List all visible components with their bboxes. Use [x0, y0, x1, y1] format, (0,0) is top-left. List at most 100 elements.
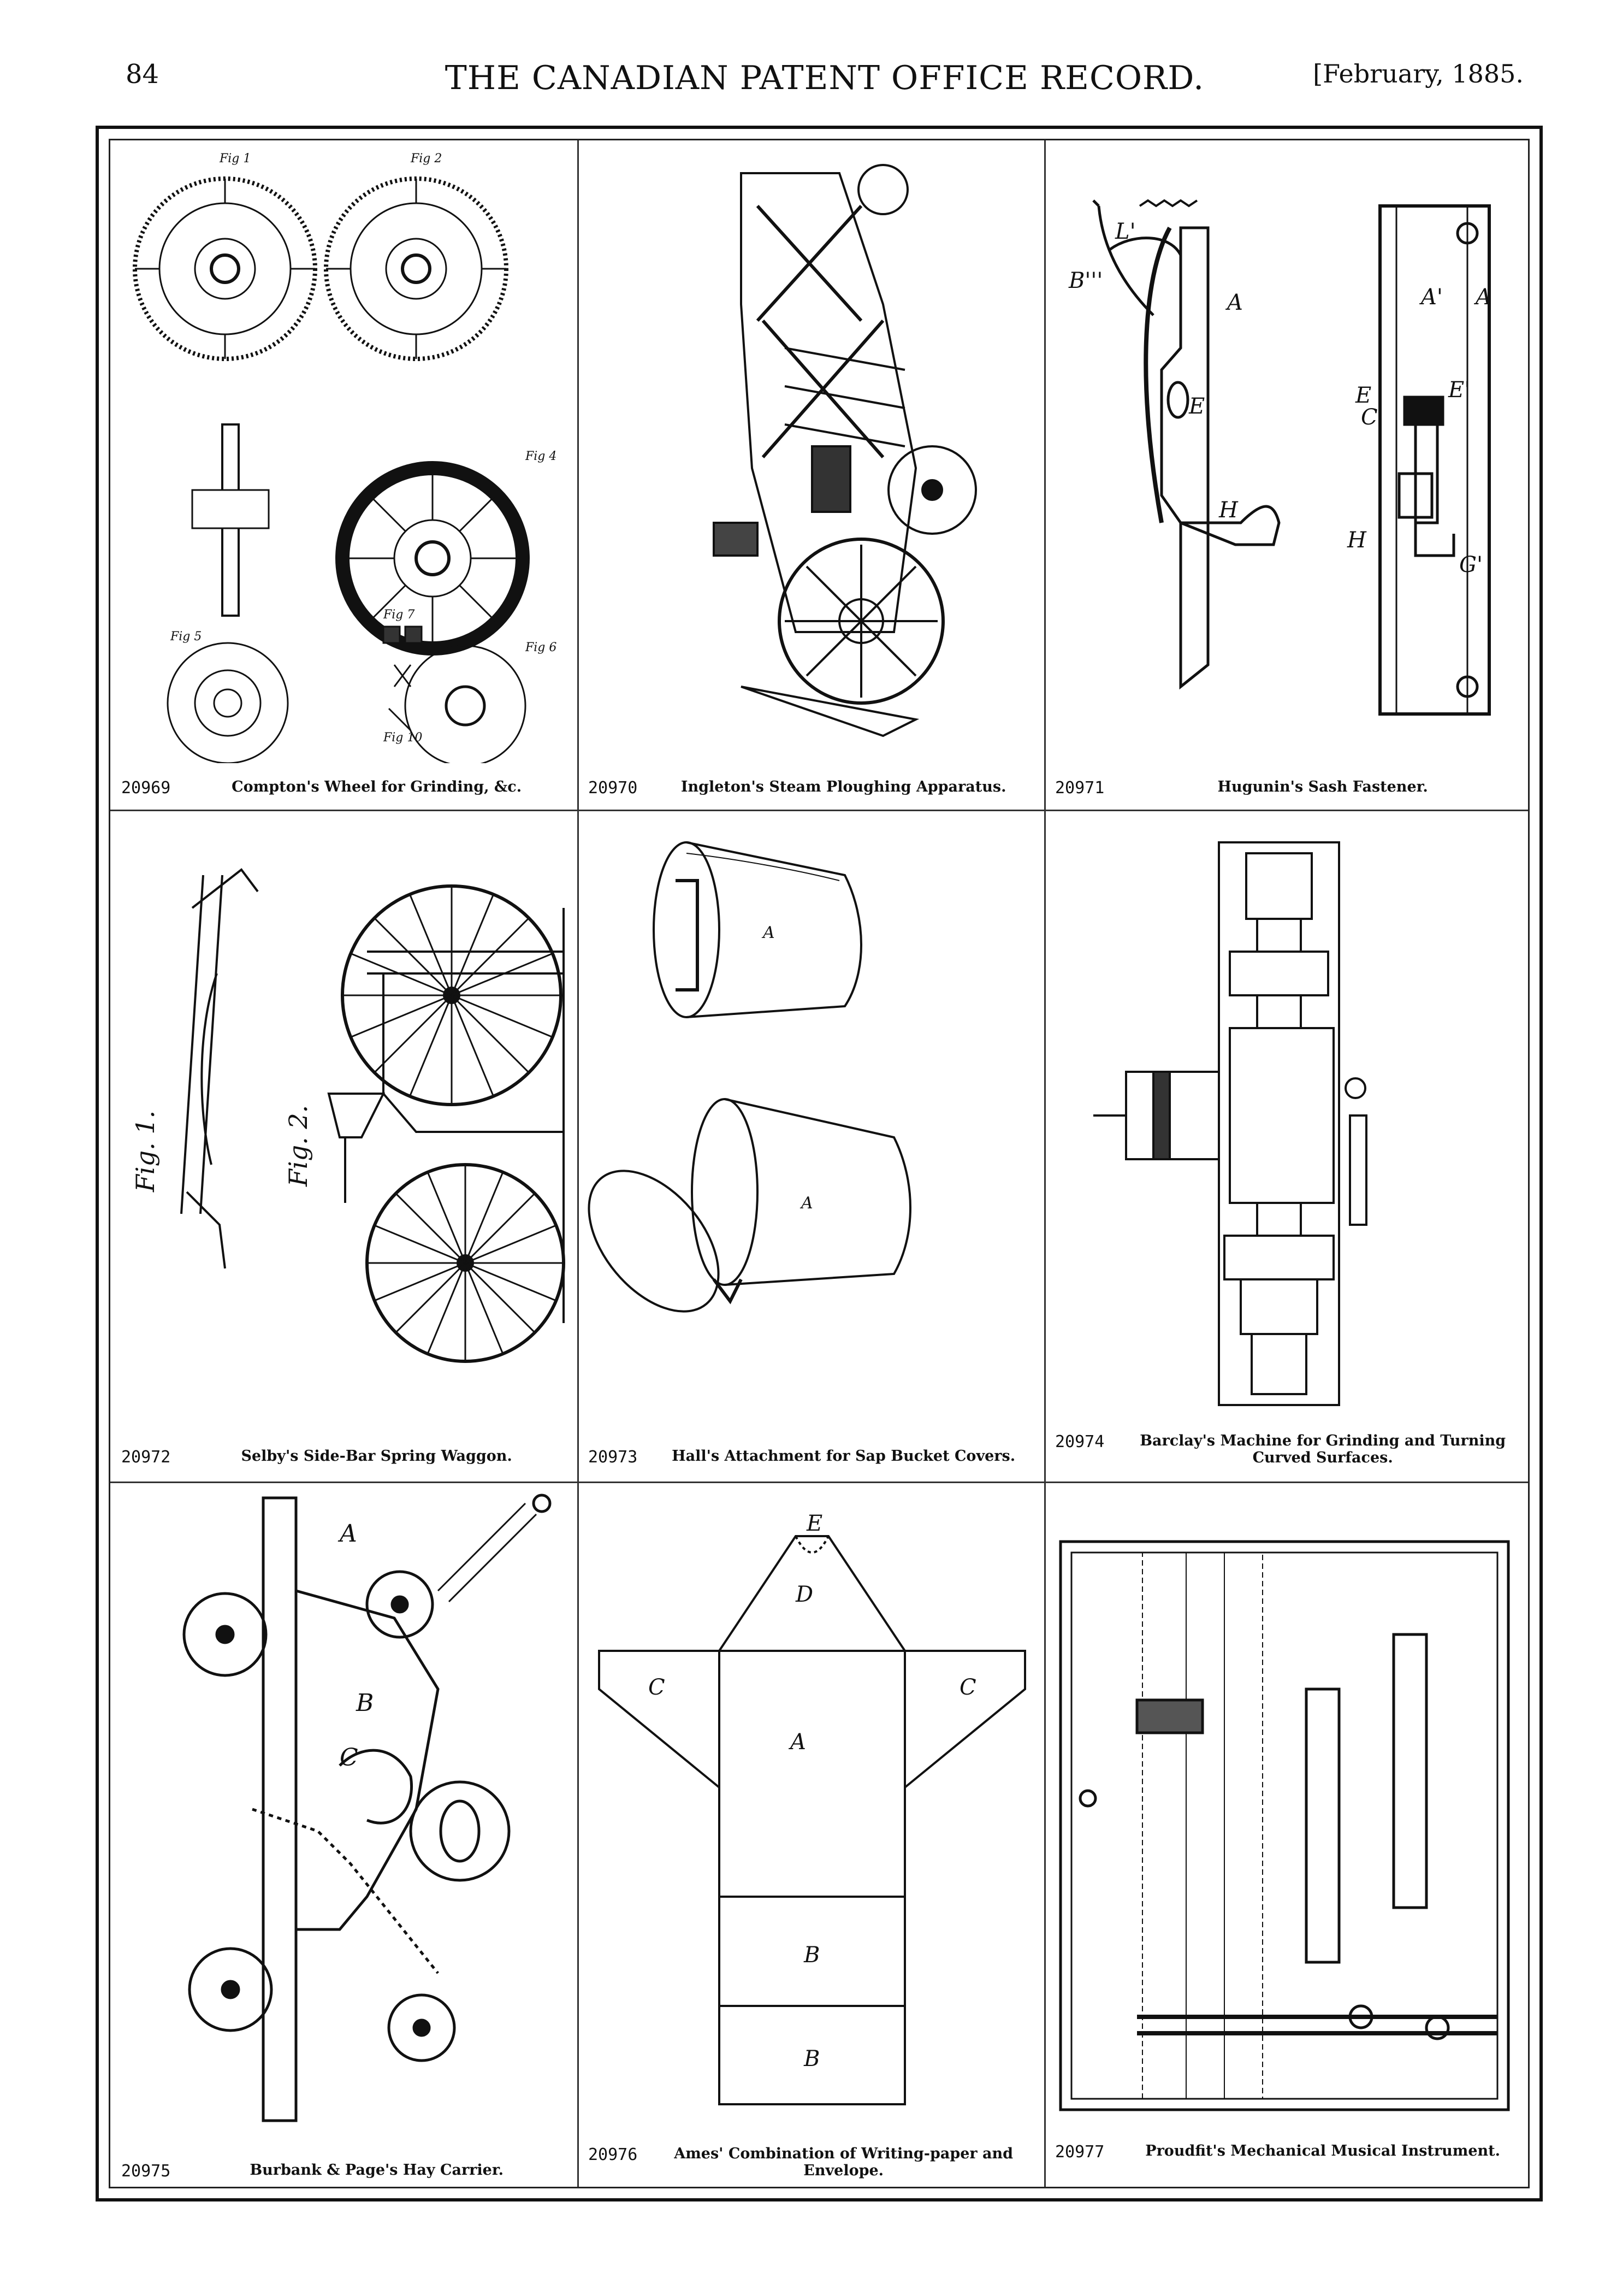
part-label: C: [340, 1744, 358, 1772]
part-label: H: [1347, 528, 1367, 553]
wheel-spoke: [409, 894, 453, 996]
patent-caption: 20975 Burbank & Page's Hay Carrier.: [121, 2162, 566, 2181]
patent-cell-20976: E D A C C B B 20976 Ames' Combination of…: [577, 1482, 1044, 2197]
page-header: 84 THE CANADIAN PATENT OFFICE RECORD. [F…: [126, 59, 1524, 103]
part-label: A: [800, 1194, 813, 1213]
grid-divider: [110, 1482, 1528, 1483]
part-label: B''': [1068, 268, 1103, 293]
patent-caption: 20976 Ames' Combination of Writing-paper…: [588, 2145, 1033, 2179]
patent-cell-20971: L' B''' A E H A' A E C E' H G' 20971 Hug…: [1044, 140, 1536, 810]
part-label: D: [795, 1582, 813, 1607]
patent-cell-20974: 20974 Barclay's Machine for Grinding and…: [1044, 810, 1536, 1482]
journal-title: THE CANADIAN PATENT OFFICE RECORD.: [445, 59, 1205, 97]
envelope-drawing: E D A C C B B: [598, 1511, 1026, 2105]
figure-label: Fig 10: [383, 731, 422, 745]
grinding-wheel-drawing: Fig 1 Fig 2 Fig 4 Fig 5 Fig 6 Fig 7 Fig …: [133, 152, 556, 763]
page-number: 84: [126, 59, 159, 90]
part-label: C: [648, 1675, 665, 1700]
wheel-spoke: [464, 1172, 504, 1264]
patent-number: 20975: [121, 2162, 171, 2181]
figure-label: Fig 7: [383, 608, 414, 622]
part-label: H: [1218, 498, 1239, 523]
part-label: B: [803, 2046, 820, 2071]
patent-number: 20976: [588, 2145, 638, 2164]
sash-fastener-drawing: L' B''' A E H A' A E C E' H G': [1068, 199, 1491, 716]
wheel-spoke: [374, 917, 453, 996]
wheel-spoke: [451, 953, 553, 996]
sap-bucket-drawing: A A: [588, 841, 911, 1313]
part-label: B: [803, 1943, 820, 1968]
wheel-spoke: [451, 995, 494, 1097]
patent-caption: 20970 Ingleton's Steam Ploughing Apparat…: [588, 778, 1033, 798]
part-label: A': [1419, 285, 1443, 310]
wheel-spoke: [464, 1193, 536, 1264]
wheel-spoke: [374, 994, 453, 1073]
part-label: E: [1355, 383, 1371, 408]
wheel-spoke: [374, 1262, 466, 1302]
wheel-spoke: [451, 917, 530, 996]
patent-caption: 20977 Proudfit's Mechanical Musical Inst…: [1055, 2142, 1525, 2162]
patent-title: Barclay's Machine for Grinding and Turni…: [1140, 1432, 1506, 1466]
figure-label: Fig 1: [219, 152, 251, 166]
patent-title: Ames' Combination of Writing-paper and E…: [674, 2145, 1014, 2179]
grid-divider: [110, 810, 1528, 811]
figure-label: Fig 2: [410, 152, 442, 166]
figure-label: Fig. 1.: [131, 1111, 160, 1193]
patent-number: 20972: [121, 1448, 171, 1467]
figure-label: Fig 4: [525, 450, 556, 463]
part-label: A: [788, 1730, 806, 1755]
patent-caption: 20969 Compton's Wheel for Grinding, &c.: [121, 778, 566, 798]
patent-cell-20970: 20970 Ingleton's Steam Ploughing Apparat…: [577, 140, 1044, 810]
patent-title: Ingleton's Steam Ploughing Apparatus.: [680, 778, 1006, 795]
patent-title: Hall's Attachment for Sap Bucket Covers.: [672, 1448, 1016, 1465]
issue-date: [February, 1885.: [1313, 59, 1524, 88]
patent-cell-20969: Fig 1 Fig 2 Fig 4 Fig 5 Fig 6 Fig 7 Fig …: [110, 140, 577, 810]
patent-cell-20977: 20977 Proudfit's Mechanical Musical Inst…: [1044, 1482, 1536, 2197]
wheel-spoke: [374, 1224, 466, 1264]
patent-cell-20972: Fig. 1. Fig. 2. 20972 Selby's Side-Bar S…: [110, 810, 577, 1482]
wheel-spoke: [464, 1262, 504, 1354]
wheel-spoke: [465, 1262, 556, 1302]
part-label: E: [1188, 394, 1205, 419]
part-label: C: [960, 1675, 976, 1700]
part-label: A: [1225, 290, 1243, 315]
patent-caption: 20973 Hall's Attachment for Sap Bucket C…: [588, 1448, 1033, 1467]
patent-caption: 20972 Selby's Side-Bar Spring Waggon.: [121, 1448, 566, 1467]
patent-title: Selby's Side-Bar Spring Waggon.: [241, 1448, 512, 1465]
patent-number: 20971: [1055, 778, 1105, 798]
turning-machine-drawing: [1093, 841, 1367, 1406]
wheel-spoke: [350, 953, 452, 996]
grid-divider: [577, 140, 579, 2187]
patent-number: 20973: [588, 1448, 638, 1467]
patent-number: 20970: [588, 778, 638, 798]
patent-number: 20969: [121, 778, 171, 798]
part-label: A: [761, 923, 775, 942]
steam-plough-drawing: [713, 164, 977, 737]
wheel-spoke: [350, 994, 452, 1038]
part-label: B: [356, 1689, 374, 1717]
part-label: G': [1459, 552, 1483, 577]
part-label: L': [1115, 219, 1136, 244]
part-label: E: [806, 1511, 822, 1536]
patent-title: Hugunin's Sash Fastener.: [1217, 778, 1428, 795]
wheel-spoke: [451, 894, 494, 996]
figure-label: Fig 5: [170, 630, 202, 644]
patent-cell-20975: A B C 20975 Burbank & Page's Hay Carrier…: [110, 1482, 577, 2197]
part-label: E': [1448, 377, 1470, 403]
hay-carrier-drawing: A B C: [182, 1494, 552, 2122]
part-label: C: [1361, 405, 1378, 430]
patent-title: Proudfit's Mechanical Musical Instrument…: [1145, 2142, 1501, 2159]
musical-instrument-drawing: [1059, 1540, 1510, 2111]
patent-caption: 20974 Barclay's Machine for Grinding and…: [1055, 1432, 1525, 1466]
wheel-spoke: [395, 1262, 466, 1333]
wheel-spoke: [451, 994, 530, 1073]
wheel-spoke: [427, 1262, 466, 1354]
wheel-spoke: [465, 1224, 556, 1264]
wheel-spoke: [427, 1172, 466, 1264]
patent-title: Burbank & Page's Hay Carrier.: [250, 2162, 504, 2179]
patent-number: 20977: [1055, 2142, 1105, 2162]
wheel-spoke: [464, 1262, 536, 1333]
part-label: A: [337, 1520, 357, 1548]
patent-plate: Fig 1 Fig 2 Fig 4 Fig 5 Fig 6 Fig 7 Fig …: [96, 126, 1543, 2201]
patent-cell-20973: A A 20973 Hall's Attachment for Sap Buck…: [577, 810, 1044, 1482]
